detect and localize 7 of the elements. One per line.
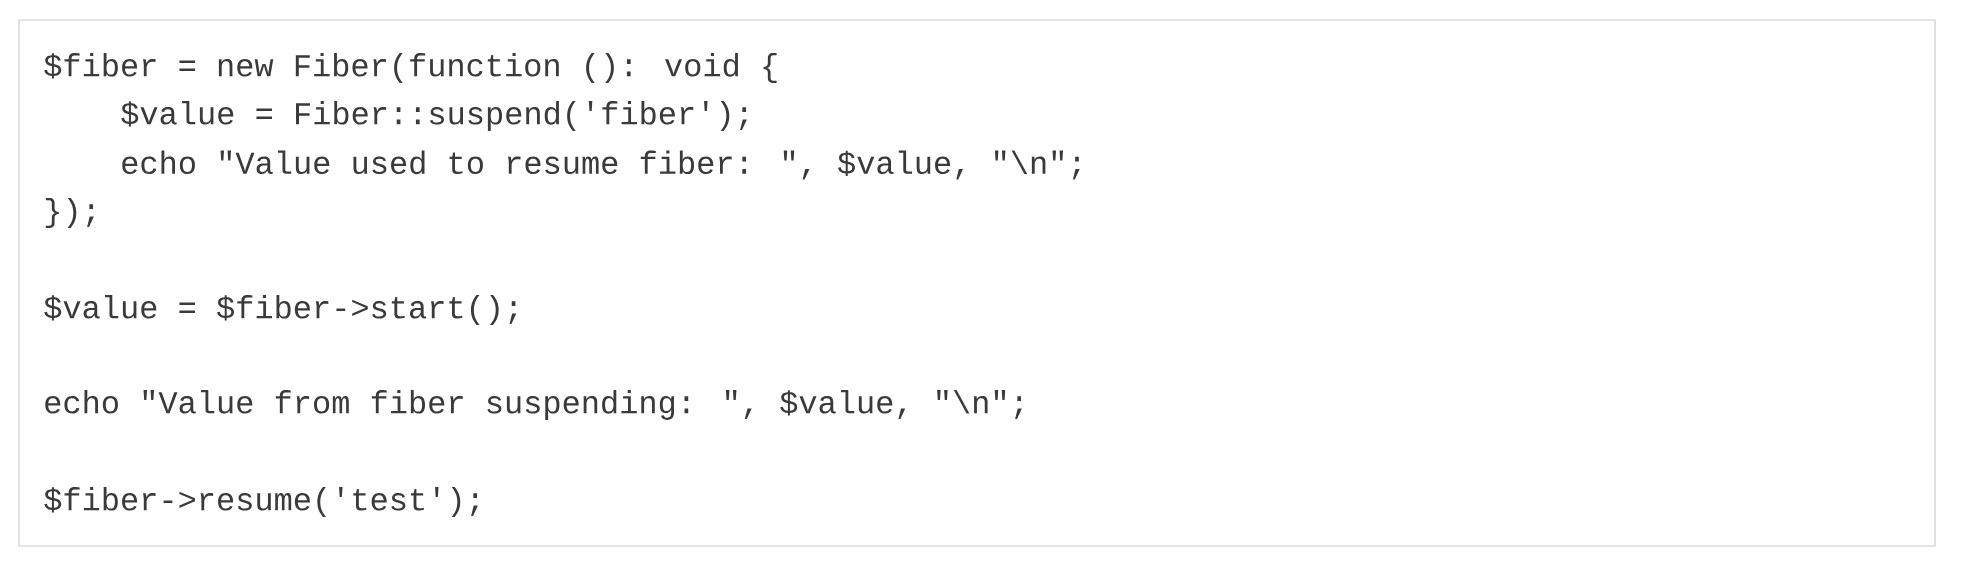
code-line: $value = $fiber->start(); xyxy=(44,295,517,325)
code-line: }); xyxy=(45,198,94,228)
code-line: echo "Value used to resume fiber: ", $value, "\n"; xyxy=(122,150,1080,180)
code-line: echo "Value from fiber suspending: ", $value, "\n"; xyxy=(45,390,1022,420)
code-line: $value = Fiber::suspend('fiber'); xyxy=(121,101,747,131)
code-line: $fiber = new Fiber(function (): void { xyxy=(44,53,777,83)
code-line: $fiber->resume('test'); xyxy=(44,487,478,517)
